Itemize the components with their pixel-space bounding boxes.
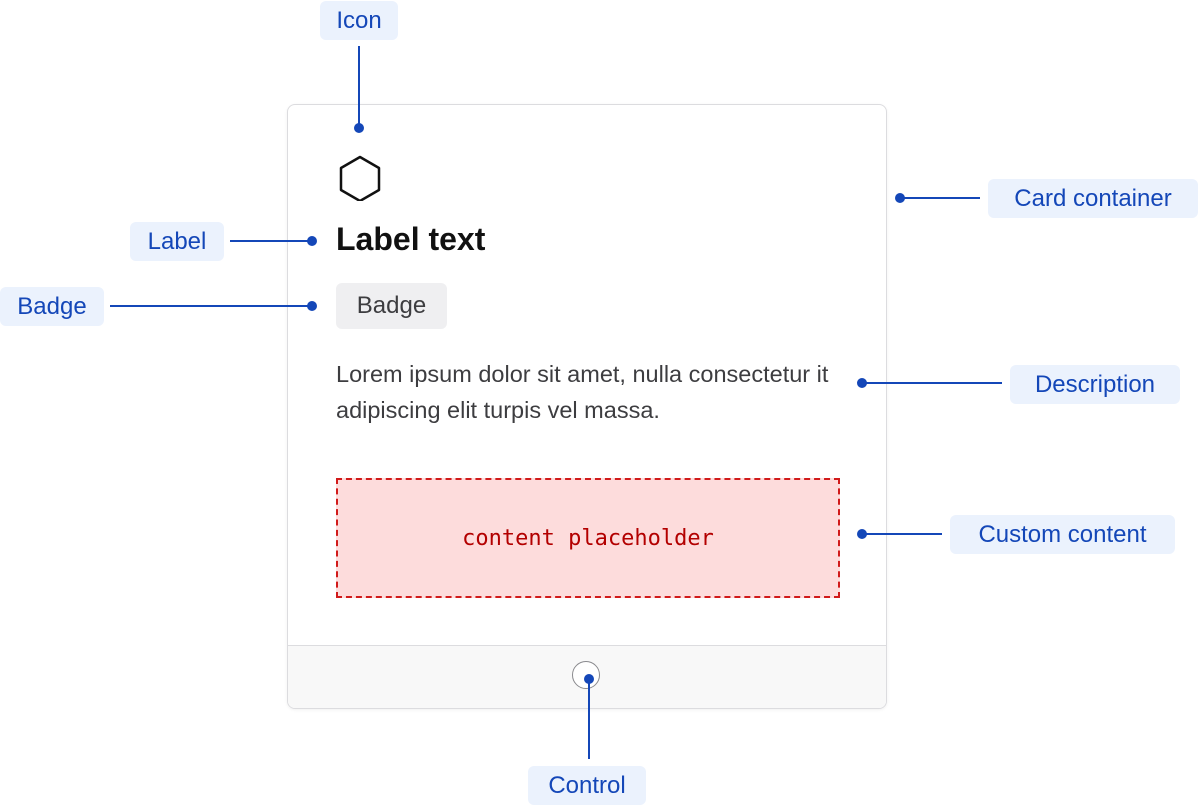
leader-line-icon xyxy=(358,46,360,128)
annotation-badge: Badge xyxy=(0,287,104,326)
leader-line-card-container xyxy=(900,197,980,199)
leader-line-custom-content xyxy=(862,533,942,535)
leader-line-badge xyxy=(110,305,312,307)
card-container[interactable]: Label text Badge Lorem ipsum dolor sit a… xyxy=(287,104,887,709)
annotation-control: Control xyxy=(528,766,646,805)
leader-dot-custom-content xyxy=(857,529,867,539)
annotation-custom-content: Custom content xyxy=(950,515,1175,554)
leader-dot-label xyxy=(307,236,317,246)
annotation-description: Description xyxy=(1010,365,1180,404)
custom-content-placeholder: content placeholder xyxy=(336,478,840,598)
leader-line-control xyxy=(588,679,590,759)
card-description: Lorem ipsum dolor sit amet, nulla consec… xyxy=(336,361,829,423)
leader-dot-description xyxy=(857,378,867,388)
leader-dot-card-container xyxy=(895,193,905,203)
hexagon-icon xyxy=(339,155,381,201)
custom-content-text: content placeholder xyxy=(462,525,714,551)
card-badge: Badge xyxy=(336,283,447,329)
annotation-card-container: Card container xyxy=(988,179,1198,218)
leader-line-label xyxy=(230,240,312,242)
leader-dot-icon xyxy=(354,123,364,133)
leader-line-description xyxy=(862,382,1002,384)
annotation-icon: Icon xyxy=(320,1,398,40)
card-label: Label text xyxy=(336,221,486,257)
leader-dot-badge xyxy=(307,301,317,311)
annotation-label: Label xyxy=(130,222,224,261)
